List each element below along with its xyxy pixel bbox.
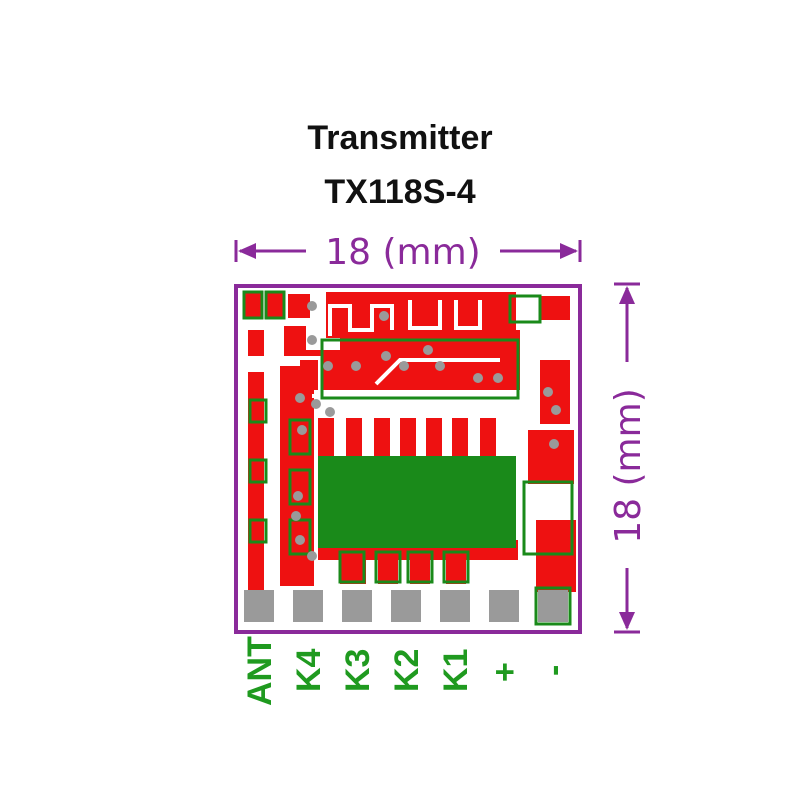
traces [268, 300, 520, 600]
pin-label-k3: K3 [339, 649, 377, 692]
pad-minus [538, 590, 568, 622]
pad-k1 [440, 590, 470, 622]
pad-k3 [342, 590, 372, 622]
pin-label-k4: K4 [290, 648, 328, 692]
pin-label-ant: ANT [241, 636, 279, 706]
title-line-1: Transmitter [307, 119, 493, 157]
board-outline [234, 284, 582, 634]
height-dimension [614, 282, 640, 634]
width-label: 18 (mm) [325, 232, 480, 273]
copper-top-layer [244, 292, 576, 602]
pin-label-k2: K2 [388, 649, 426, 692]
pad-k2 [391, 590, 421, 622]
pad-ant [244, 590, 274, 622]
copper-bottom-layer [242, 290, 574, 584]
pin-label-plus: + [486, 662, 524, 682]
pin-pads [244, 586, 572, 626]
pin-label-minus: - [535, 665, 573, 676]
height-label: 18 (mm) [608, 388, 649, 543]
pad-plus [489, 590, 519, 622]
vias [291, 301, 561, 561]
width-dimension [234, 240, 582, 262]
pad-k4 [293, 590, 323, 622]
title-line-2: TX118S-4 [324, 173, 476, 211]
pin-label-k1: K1 [437, 649, 475, 692]
